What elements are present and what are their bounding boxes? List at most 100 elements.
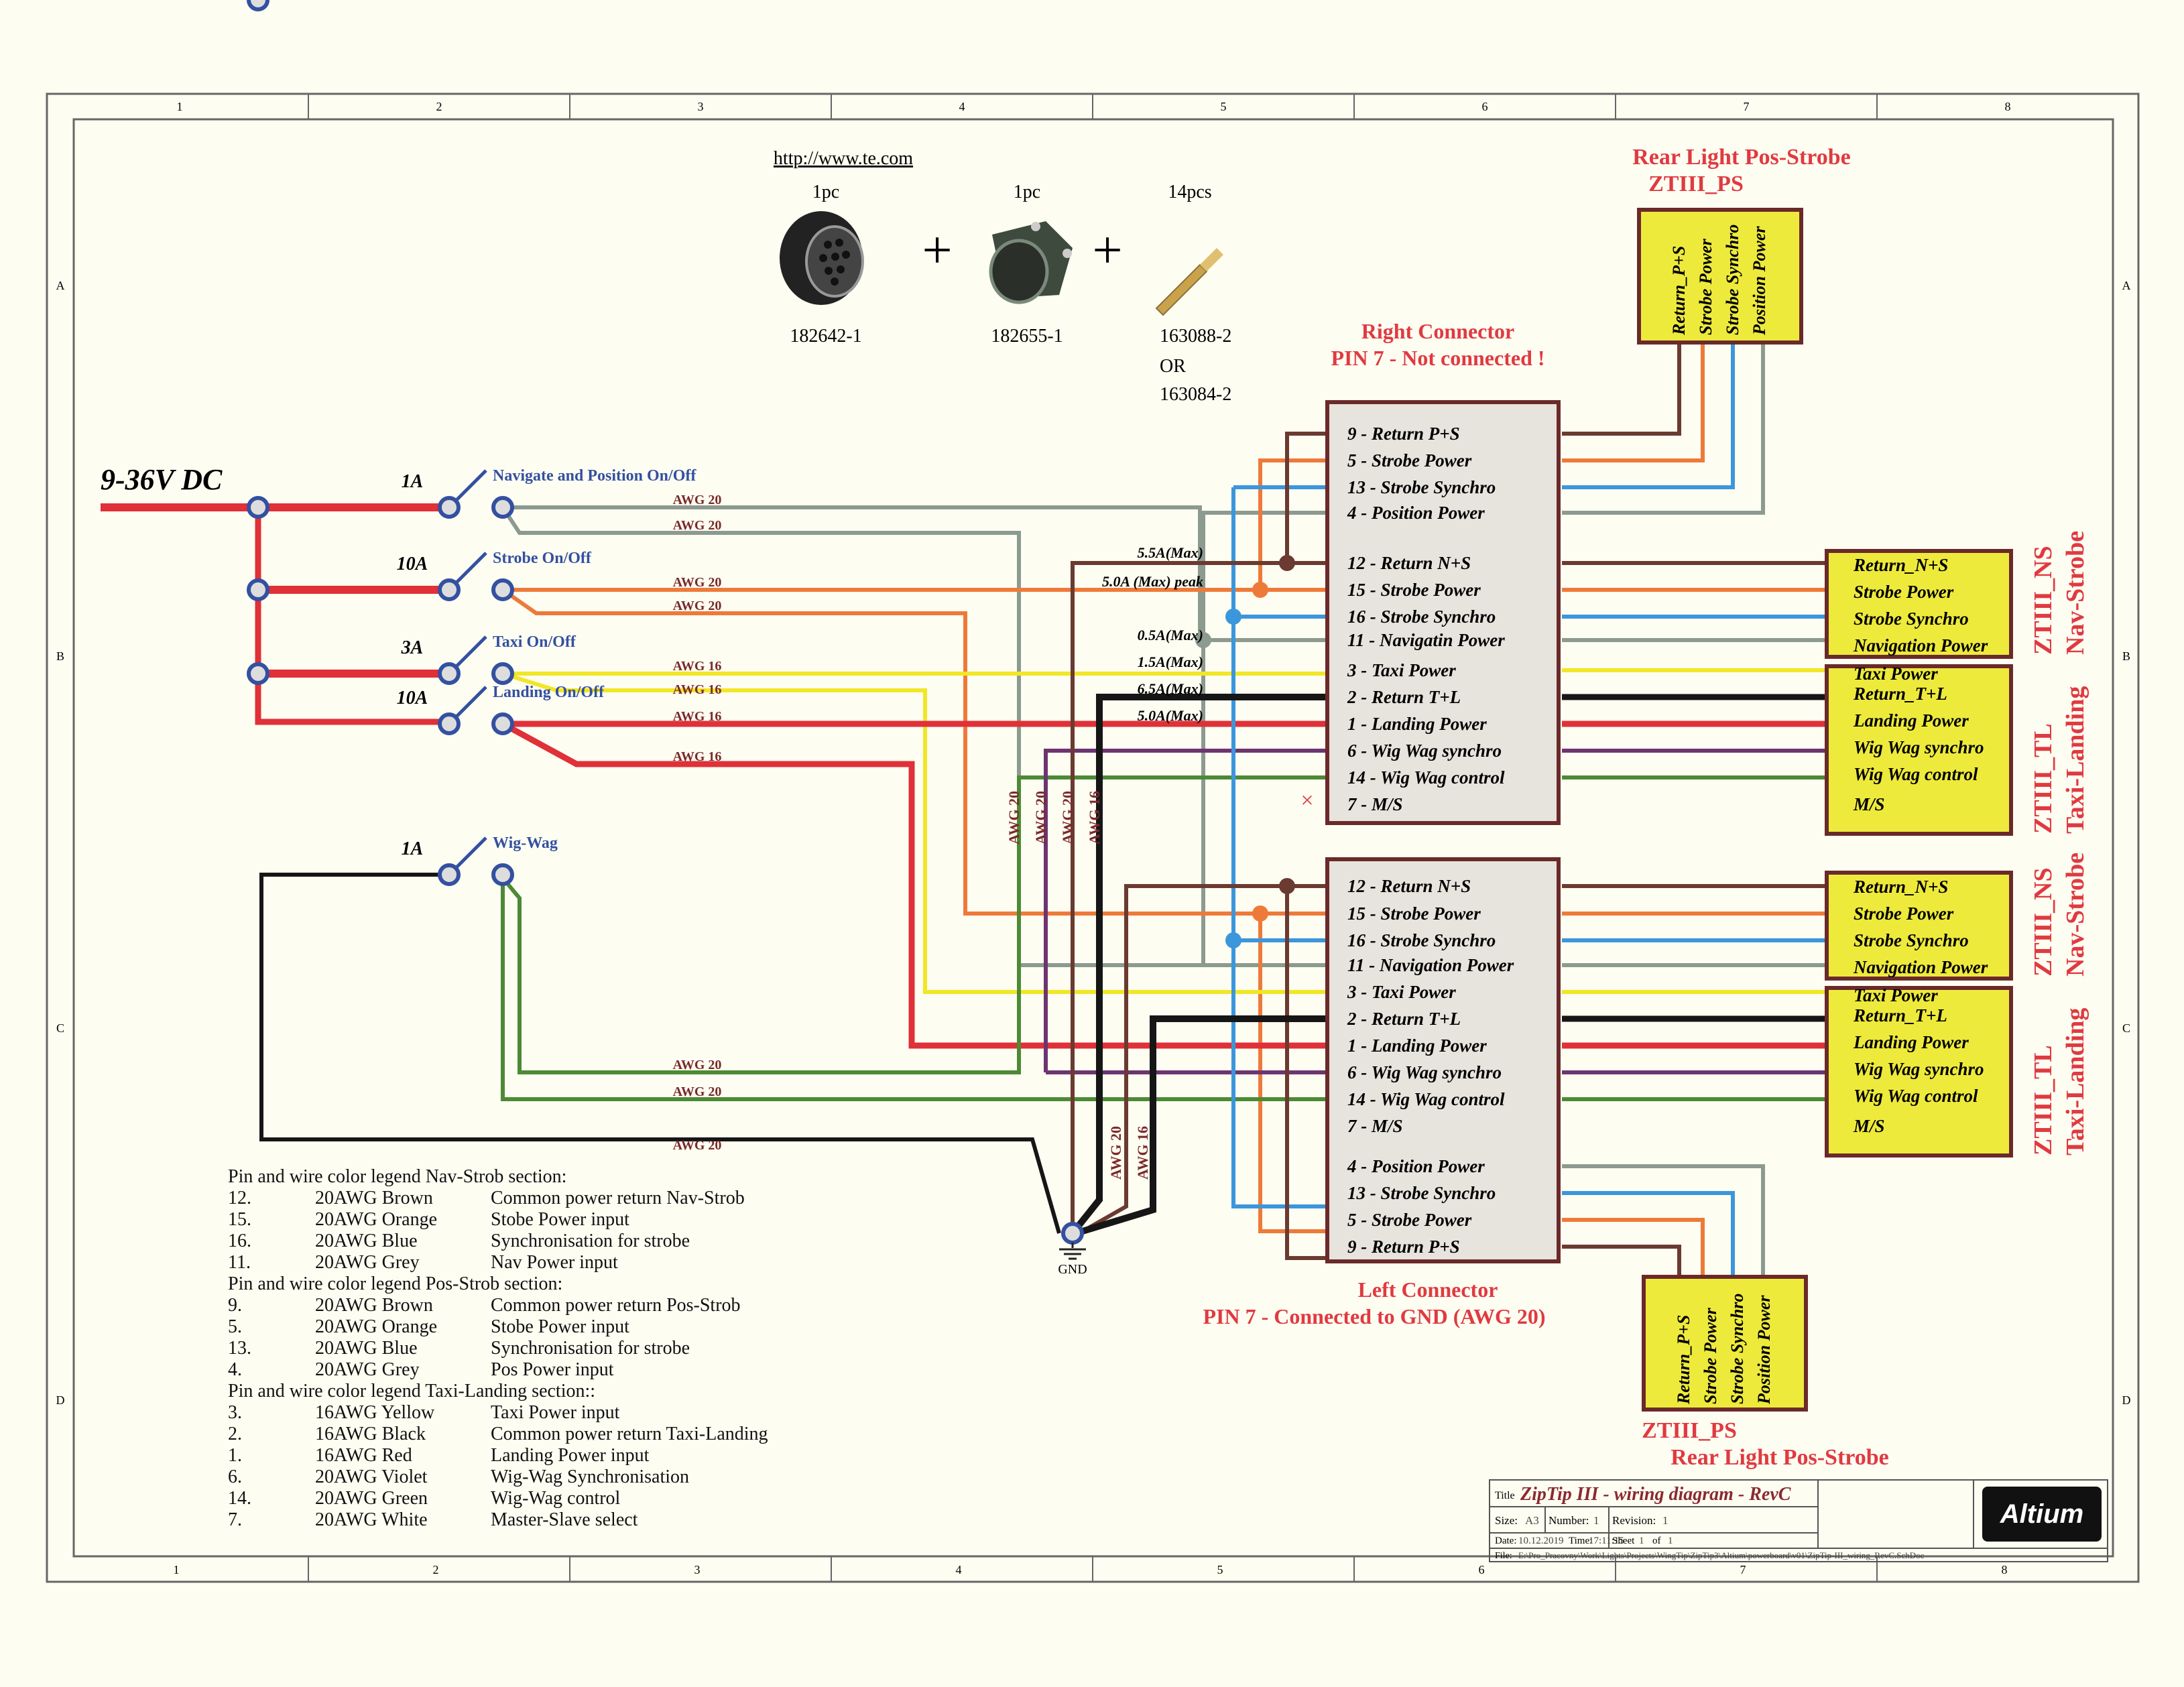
- wire-junction-dot: [1225, 932, 1241, 948]
- tl-module-name: ZTIII_TL: [2029, 1045, 2057, 1155]
- awg-label: AWG 20: [673, 1138, 722, 1153]
- legend-cell: 20AWG Green: [315, 1488, 428, 1509]
- vertical-awg-labels: AWG 20 AWG 20 AWG 20 AWG 16 AWG 20 AWG 1…: [1006, 791, 1151, 1180]
- not-connected-mark: ×: [1300, 788, 1313, 813]
- size-label: Size:: [1495, 1514, 1518, 1527]
- legend-cell: 15.: [228, 1209, 251, 1230]
- connector-pin-label: 2 - Return T+L: [1347, 1009, 1461, 1029]
- module-pin-label: Navigation Power: [1853, 957, 1988, 977]
- legend-cell: Synchronisation for strobe: [491, 1231, 690, 1251]
- right-connector-title: Right Connector: [1361, 319, 1514, 343]
- module-pin-label: Strobe Synchro: [1727, 1294, 1747, 1404]
- switch-contact-out: [491, 496, 514, 519]
- title-block: Title ZipTip III - wiring diagram - RevC…: [1489, 1479, 2108, 1562]
- module-pin-label: Return_N+S: [1853, 877, 1948, 897]
- legend-cell: 12.: [228, 1188, 251, 1208]
- size-value: A3: [1525, 1514, 1539, 1527]
- legend-cell: 4.: [228, 1359, 242, 1380]
- tl-module-subtitle: Taxi-Landing: [2061, 1008, 2089, 1155]
- part-1-qty: 1pc: [812, 182, 839, 202]
- wire-ps-bot-position: [1562, 1164, 1765, 1277]
- crimp-contact-pin-icon: [1155, 248, 1223, 316]
- switch-contact-out: [491, 662, 514, 685]
- awg-label: AWG 16: [673, 659, 722, 674]
- wire-ps-bot-return: [1562, 1245, 1681, 1277]
- connector-pin-label: 11 - Navigation Power: [1347, 955, 1514, 975]
- awg-label: AWG 20: [673, 1058, 722, 1072]
- row-label-left: D: [56, 1393, 65, 1407]
- module-pin-label: Return_N+S: [1853, 555, 1948, 575]
- connector-backshell-icon: [989, 221, 1073, 304]
- legend-cell: 14.: [228, 1488, 251, 1509]
- file-label: File:: [1495, 1551, 1512, 1561]
- legend-cell: Wig-Wag control: [491, 1488, 621, 1509]
- connector-pin-label: 16 - Strobe Synchro: [1347, 930, 1496, 950]
- legend-cell: 11.: [228, 1252, 251, 1273]
- date-label: Date:: [1495, 1536, 1516, 1546]
- vertical-awg-label: AWG 20: [1032, 791, 1049, 845]
- revision-label: Revision:: [1612, 1514, 1656, 1527]
- legend-cell: 1.: [228, 1445, 242, 1466]
- connector-pin-label: 12 - Return N+S: [1347, 876, 1471, 896]
- switch-lever-icon: [454, 836, 487, 869]
- part-1-number: 182642-1: [790, 326, 861, 347]
- fuse-rating: 1A: [402, 471, 424, 492]
- connector-pin-label: 6 - Wig Wag synchro: [1347, 1062, 1502, 1082]
- bus-node: [247, 578, 269, 601]
- wires-layer: [101, 344, 1830, 1277]
- column-label-top: 5: [1221, 100, 1227, 113]
- legend-cell: Nav Power input: [491, 1252, 618, 1273]
- connector-pin-label: 7 - M/S: [1347, 794, 1403, 814]
- legend-heading: Pin and wire color legend Taxi-Landing s…: [228, 1381, 596, 1401]
- te-url-link[interactable]: http://www.te.com: [774, 148, 913, 169]
- supply-voltage-label: 9-36V DC: [101, 463, 223, 496]
- number-value: 1: [1593, 1514, 1599, 1527]
- row-label-right: C: [2122, 1021, 2130, 1035]
- connector-pin-label: 14 - Wig Wag control: [1347, 1089, 1505, 1109]
- connector-pin-label: 5 - Strobe Power: [1347, 450, 1472, 471]
- legend-cell: 20AWG White: [315, 1509, 428, 1530]
- vertical-awg-label: AWG 20: [1107, 1126, 1124, 1180]
- module-pin-label: Wig Wag control: [1854, 1086, 1978, 1106]
- row-label-left: B: [56, 649, 64, 663]
- wire-junction-dot: [1252, 905, 1268, 922]
- ps-bottom-title: Rear Light Pos-Strobe: [1671, 1445, 1889, 1470]
- legend-cell: 16AWG Yellow: [315, 1402, 435, 1423]
- current-label-nav: 0.5A(Max): [1138, 627, 1203, 643]
- wire-junction-dot: [1225, 609, 1241, 625]
- wire-ps-top-return: [1562, 344, 1681, 436]
- ground-symbol: GND: [1058, 1222, 1087, 1277]
- switch-contact-out: [491, 863, 514, 886]
- connector-pin-label: 7 - M/S: [1347, 1116, 1403, 1136]
- fuse-rating: 10A: [397, 688, 428, 708]
- current-label-strobe: 5.0A (Max) peak: [1102, 573, 1203, 590]
- ps-top-name: ZTIII_PS: [1648, 172, 1744, 196]
- connector-pin-label: 13 - Strobe Synchro: [1347, 1183, 1496, 1203]
- connector-pin-label: 4 - Position Power: [1347, 503, 1485, 523]
- legend-cell: Common power return Taxi-Landing: [491, 1424, 768, 1444]
- connector-pin-label: 1 - Landing Power: [1347, 1036, 1487, 1056]
- legend-cell: 13.: [228, 1338, 251, 1359]
- column-label-top: 4: [959, 100, 965, 113]
- legend-cell: Master-Slave select: [491, 1509, 638, 1530]
- switch-contact-in: [438, 863, 461, 886]
- wire-strobe-synchro-vertical: [1231, 487, 1327, 1208]
- column-label-top: 7: [1744, 100, 1750, 113]
